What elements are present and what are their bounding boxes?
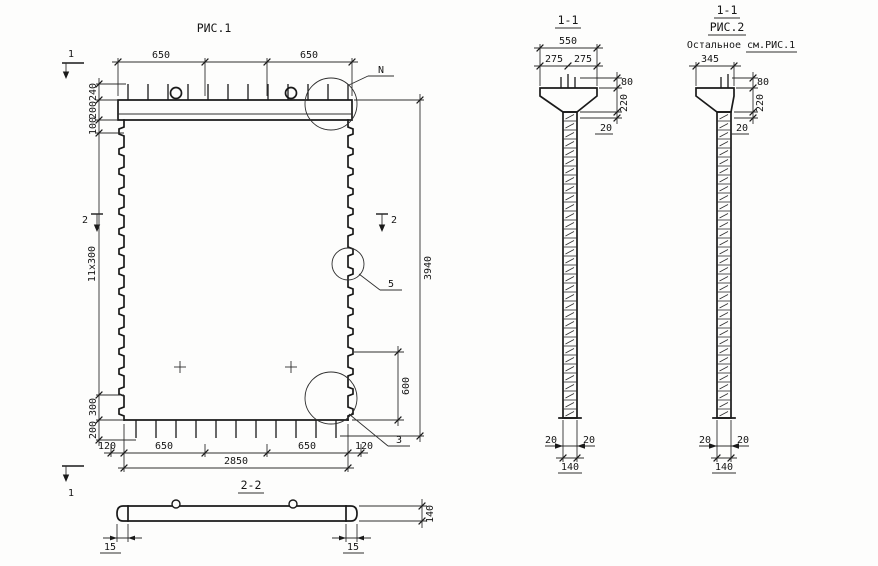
fig2-column [695, 74, 736, 419]
panel-right-edge [347, 119, 354, 421]
lifting-loop-left [169, 86, 183, 100]
sec11-dim-220: 220 [619, 94, 630, 112]
sec11-dim-20-side: 20 [600, 123, 612, 134]
dim-right-3940: 3940 [423, 256, 434, 280]
axis-cross-right [285, 361, 297, 373]
fig2-dim-345: 345 [701, 54, 719, 65]
beam-outline [117, 99, 353, 121]
fig2-dim-80: 80 [757, 77, 769, 88]
sec11-head [539, 87, 598, 113]
column-hatch-1-1 [563, 114, 577, 417]
sec11-dim-140: 140 [561, 462, 579, 473]
detail-callouts [304, 75, 410, 447]
section-marker-1-bottom: 1 [62, 465, 84, 499]
sec22-dim-140: 140 [425, 505, 436, 523]
loop-plan-right [288, 499, 298, 509]
column-hatch-fig2 [717, 114, 731, 417]
fig2-dim-20-bottom-left: 20 [699, 435, 711, 446]
dim-top-650-left: 650 [152, 50, 170, 61]
panel-left-edge [118, 119, 125, 421]
fig2-dim-20-bottom-right: 20 [737, 435, 749, 446]
dim-bottom-650-left: 650 [155, 441, 173, 452]
detail-circle-5 [331, 247, 365, 281]
top-rebar-ticks [127, 84, 349, 100]
section-2-label-right: 2 [391, 215, 397, 226]
section-1-label-bottom: 1 [68, 488, 74, 499]
fig1-title: РИС.1 [197, 21, 232, 35]
dim-left-11x300: 11x300 [87, 246, 98, 282]
dim-left-300: 300 [88, 398, 99, 416]
dim-left-100: 100 [88, 117, 99, 135]
section-marker-1-top: 1 [62, 49, 84, 79]
sec22-title: 2-2 [241, 478, 262, 492]
fig2-head [695, 87, 735, 113]
dim-top-650-right: 650 [300, 50, 318, 61]
detail-circle-3 [304, 371, 358, 425]
fig2-title: РИС.2 [710, 20, 745, 34]
sec22-dim-15-right: 15 [347, 542, 359, 553]
fig2-section-title: 1-1 [717, 3, 738, 17]
axis-cross-left [174, 361, 186, 373]
dim-bottom-650-right: 650 [298, 441, 316, 452]
label-detail-5: 5 [388, 279, 394, 290]
bottom-rebar-ticks [135, 420, 337, 438]
fig1-dim-top [112, 57, 358, 96]
fig1-panel [117, 84, 354, 438]
dim-left-200-top: 200 [88, 101, 99, 119]
lifting-loop-right [284, 86, 298, 100]
sec11-dim-275-left: 275 [545, 54, 563, 65]
fig2-note: Остальное см.РИС.1 [687, 40, 795, 51]
sec22-dims [100, 499, 427, 554]
fig1-dim-right [340, 94, 424, 442]
sec11-top-bars [560, 74, 576, 88]
sec22-dim-15-left: 15 [104, 542, 116, 553]
sec11-dim-20-bottom-right: 20 [583, 435, 595, 446]
section-1-label-top: 1 [68, 49, 74, 60]
fig1-dim-bottom [104, 424, 368, 472]
detail-circle-N [304, 77, 358, 131]
section-2-label-left: 2 [82, 215, 88, 226]
fig2-top-bars [720, 74, 729, 88]
fig2-dim-220: 220 [755, 94, 766, 112]
dim-bottom-120-right: 120 [355, 441, 373, 452]
dim-right-600: 600 [401, 377, 412, 395]
sec11-dim-80: 80 [621, 77, 633, 88]
sec11-dim-275-right: 275 [574, 54, 592, 65]
dim-left-200-bottom: 200 [88, 421, 99, 439]
sec11-title: 1-1 [558, 13, 579, 27]
sec11-dim-550: 550 [559, 36, 577, 47]
sec11-column [539, 74, 598, 419]
fig2-dims [689, 61, 758, 474]
dim-bottom-2850: 2850 [224, 456, 248, 467]
sec11-dims [534, 43, 622, 474]
label-N: N [378, 65, 384, 76]
section-marker-2-left: 2 [82, 213, 103, 232]
section-marker-2-right: 2 [376, 213, 397, 232]
sec22-bar [116, 499, 358, 522]
fig1-dim-left [94, 78, 136, 446]
dim-bottom-120-left: 120 [98, 441, 116, 452]
fig2-dim-20-side: 20 [736, 123, 748, 134]
dim-left-240: 240 [88, 83, 99, 101]
fig2-dim-140: 140 [715, 462, 733, 473]
sec11-dim-20-bottom-left: 20 [545, 435, 557, 446]
label-detail-3: 3 [396, 435, 402, 446]
loop-plan-left [171, 499, 181, 509]
